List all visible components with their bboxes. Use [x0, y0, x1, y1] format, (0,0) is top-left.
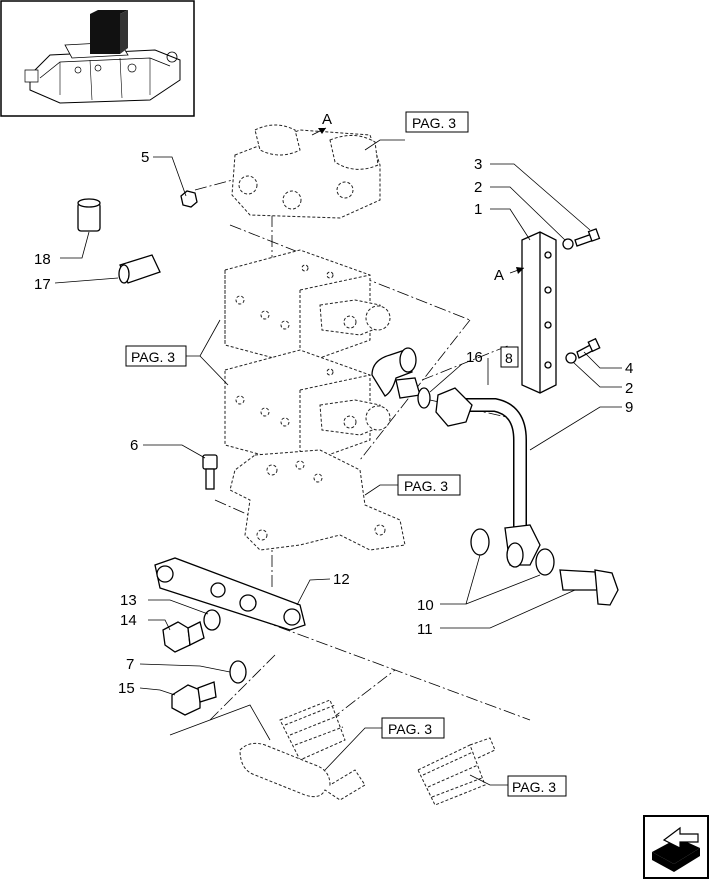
callout-15: 15	[118, 680, 135, 697]
page-ref-top[interactable]: PAG. 3	[405, 111, 469, 133]
callout-7: 7	[126, 656, 134, 673]
seal-ring-16	[417, 387, 431, 409]
view-arrow-bracket: A	[494, 267, 525, 284]
callout-13: 13	[120, 592, 137, 609]
callout-10: 10	[417, 597, 434, 614]
nut-5	[180, 190, 198, 208]
elbow-fitting	[371, 347, 421, 399]
bracket	[521, 231, 557, 394]
page-ref-spring-lower-label: PAG. 3	[512, 779, 556, 795]
spring-assembly-lower	[417, 737, 496, 806]
callout-4: 4	[625, 360, 633, 377]
page-ref-top-label: PAG. 3	[412, 115, 456, 131]
callout-6: 6	[130, 437, 138, 454]
valve-base	[229, 449, 406, 551]
callout-11: 11	[417, 621, 433, 638]
control-valve-upper	[224, 249, 391, 366]
callout-18: 18	[34, 251, 51, 268]
seal-10-right	[535, 548, 555, 576]
callout-5: 5	[141, 149, 149, 166]
callout-3: 3	[474, 156, 482, 173]
view-label-a-bracket: A	[494, 267, 504, 284]
sleeve-17	[118, 254, 161, 284]
fitting-15	[171, 681, 217, 716]
screw-4	[576, 337, 601, 359]
washer-2-lower	[565, 352, 577, 364]
control-valve-lower	[224, 349, 391, 466]
screw-3	[574, 228, 601, 247]
leader-lines	[54, 139, 622, 786]
page-ref-left-label: PAG. 3	[131, 349, 175, 365]
callout-labels: 5 18 17 6 3 2 1 4 2 9 16 10 11 12 13 14 …	[34, 149, 633, 697]
callout-16: 16	[466, 349, 483, 366]
callout-2-upper: 2	[474, 179, 482, 196]
plug-14	[162, 621, 205, 653]
washer-2-upper	[562, 238, 574, 250]
seal-10-left	[470, 528, 490, 556]
section-ref-8-label: 8	[505, 350, 513, 366]
section-guide-line	[169, 704, 271, 741]
page-ref-spring-upper[interactable]: PAG. 3	[381, 717, 445, 739]
spring-assembly-upper	[239, 699, 366, 801]
page-ref-spring-lower[interactable]: PAG. 3	[507, 775, 567, 797]
page-ref-base-label: PAG. 3	[404, 478, 448, 494]
view-label-a-top: A	[322, 111, 332, 128]
callout-14: 14	[120, 612, 137, 629]
seal-13	[203, 609, 221, 631]
machine-overview-icon	[0, 0, 195, 117]
callout-1: 1	[474, 201, 482, 218]
screw-6	[202, 454, 218, 490]
callout-9: 9	[625, 399, 633, 416]
callout-2-lower: 2	[625, 380, 633, 397]
banjo-bolt-11	[559, 569, 619, 606]
washer-7	[229, 660, 247, 684]
page-ref-spring-upper-label: PAG. 3	[388, 721, 432, 737]
callout-17: 17	[34, 276, 51, 293]
page-ref-base[interactable]: PAG. 3	[397, 474, 461, 496]
link-bar-12	[154, 557, 306, 631]
callout-12: 12	[333, 571, 350, 588]
view-arrow-top: A	[311, 111, 332, 136]
page-ref-left[interactable]: PAG. 3	[125, 345, 187, 367]
section-ref-8[interactable]: 8	[500, 346, 519, 368]
valve-cover	[231, 124, 381, 219]
hydraulic-pipe	[435, 387, 541, 568]
sleeve-18	[77, 198, 101, 232]
next-page-arrow-icon[interactable]	[643, 815, 709, 879]
